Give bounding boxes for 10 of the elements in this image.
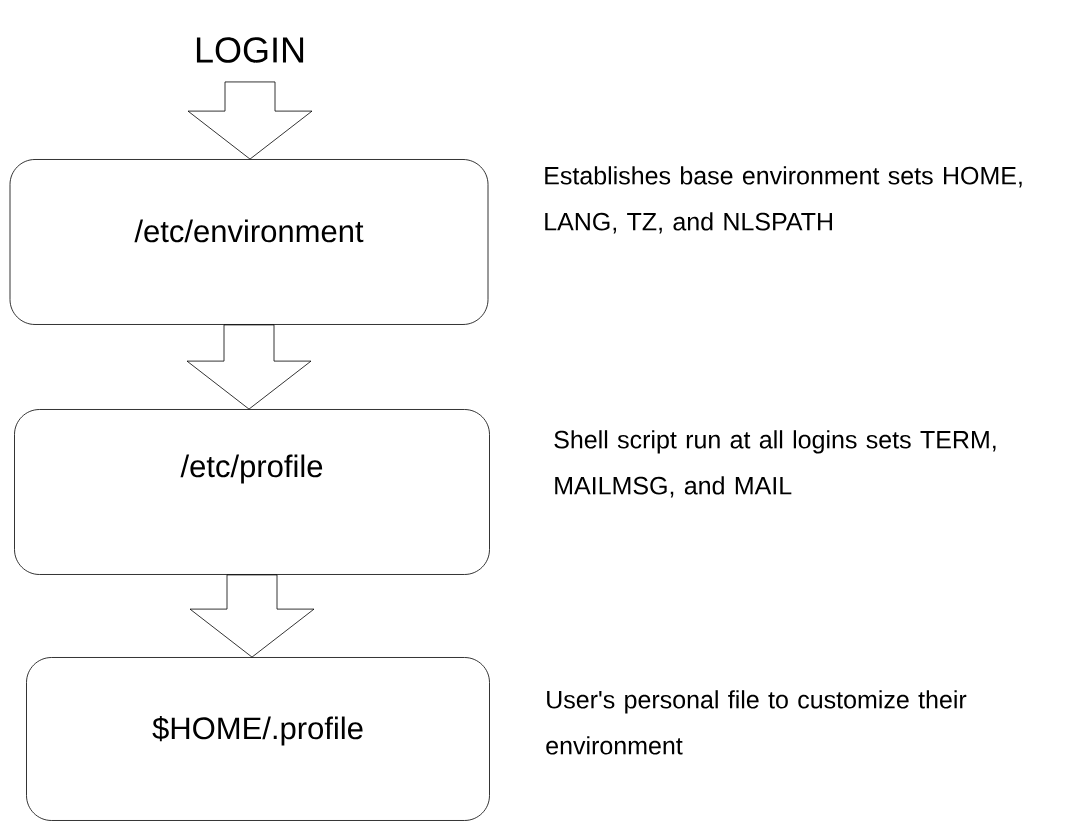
block-arrow	[186, 324, 312, 410]
block-arrow	[189, 574, 315, 658]
process-box: /etc/profile	[14, 409, 490, 575]
description-text: Shell script run at all logins sets TERM, MAILMSG, and MAIL	[554, 430, 996, 498]
description-text: Establishes base environment sets HOME, LANG, TZ, and NLSPATH	[545, 166, 1022, 234]
start-label: LOGIN	[196, 37, 304, 63]
description-text: User's personal file to customize their environment	[546, 690, 967, 755]
block-arrow	[187, 81, 313, 160]
process-box: $HOME/.profile	[26, 657, 490, 821]
process-box: /etc/environment	[9, 159, 489, 325]
